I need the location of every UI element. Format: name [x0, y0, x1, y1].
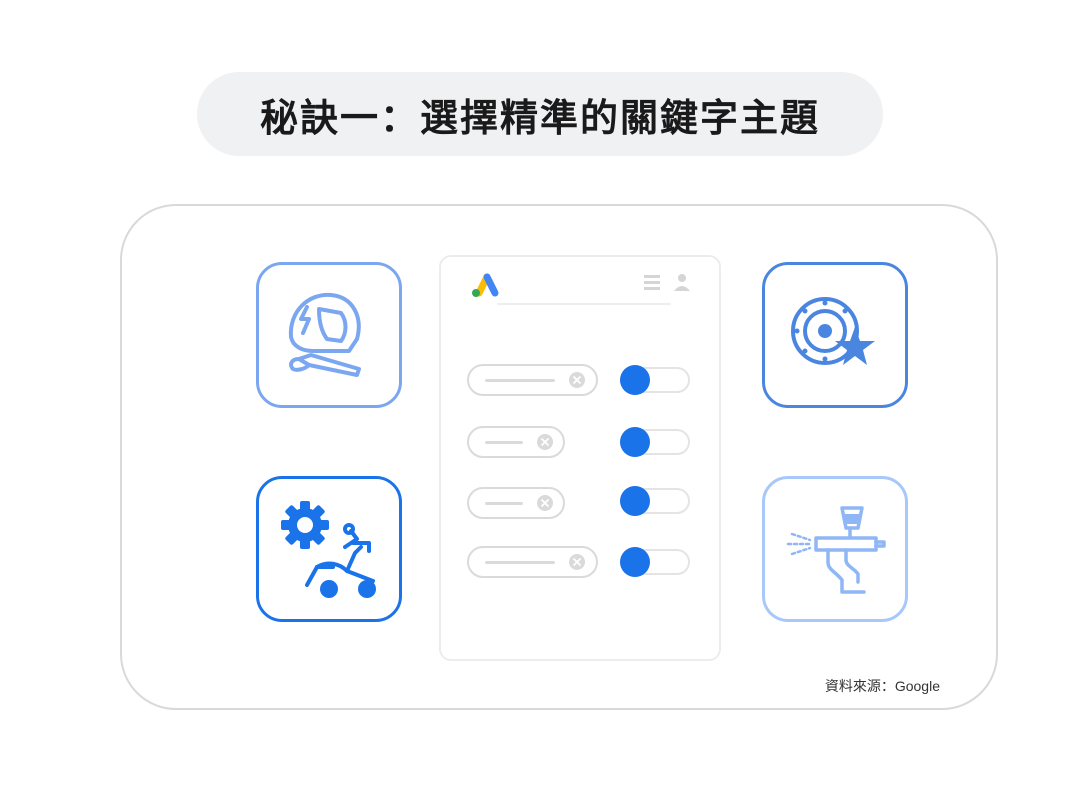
gear-scooter-icon — [281, 501, 376, 598]
keyword-chip — [467, 487, 565, 519]
helmet-brush-icon — [288, 292, 361, 377]
keyword-row[interactable] — [467, 364, 690, 396]
tile-wheel-star — [762, 262, 908, 408]
illustration-frame — [120, 204, 998, 710]
keyword-chip — [467, 364, 598, 396]
toggle-knob — [620, 365, 650, 395]
keyword-row[interactable] — [467, 426, 690, 458]
spray-gun-icon — [786, 506, 886, 594]
user-icon[interactable] — [674, 274, 690, 291]
tile-helmet-brush — [256, 262, 402, 408]
google-ads-icon — [472, 273, 499, 297]
toggle-knob — [620, 427, 650, 457]
keyword-chip — [467, 546, 598, 578]
tile-gear-scooter — [256, 476, 402, 622]
tile-spray-gun — [762, 476, 908, 622]
keyword-chip — [467, 426, 565, 458]
ads-panel — [439, 255, 721, 661]
header-divider — [497, 303, 671, 305]
toggle-knob — [620, 486, 650, 516]
wheel-star-icon — [791, 297, 875, 365]
toggle-knob — [620, 547, 650, 577]
title-pill: 秘訣一：選擇精準的關鍵字主題 — [197, 72, 883, 156]
page-title: 秘訣一：選擇精準的關鍵字主題 — [259, 95, 820, 140]
menu-icon[interactable] — [644, 275, 660, 290]
keyword-row[interactable] — [467, 486, 690, 519]
source-note: 資料來源：Google — [824, 678, 940, 694]
keyword-row[interactable] — [467, 546, 690, 578]
